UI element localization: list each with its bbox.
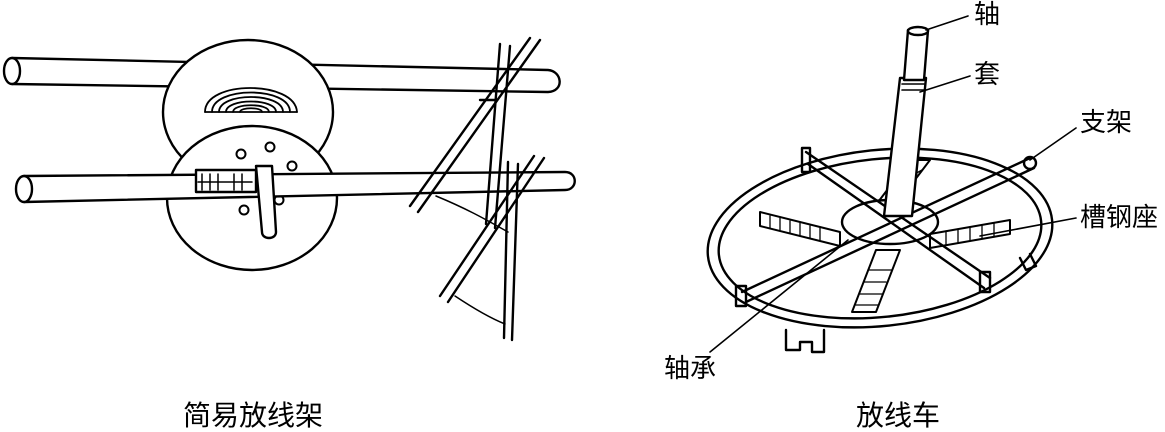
cross-support-frame — [734, 146, 1038, 308]
label-bearing: 轴承 — [664, 354, 717, 384]
outer-ring-inner-edge — [717, 156, 1043, 320]
label-sleeve: 套 — [974, 60, 1001, 90]
leader-lines — [709, 15, 1077, 353]
label-support: 支架 — [1080, 108, 1133, 138]
lower-a-frame — [438, 154, 546, 342]
lower-pipe-end — [14, 174, 34, 204]
pay-off-cart-drawing — [706, 15, 1077, 354]
upper-pipe-end — [2, 56, 22, 86]
side-wheel — [1018, 252, 1038, 272]
upper-a-frame — [408, 36, 542, 230]
hub-clamp — [194, 168, 258, 194]
hub-clamp-hatch — [197, 173, 253, 191]
label-shaft: 轴 — [974, 0, 1001, 30]
coiled-wire — [204, 87, 298, 113]
bottom-wheel — [784, 328, 826, 354]
label-channel-steel-base: 槽钢座 — [1080, 203, 1159, 233]
caption-simple-pay-off-rack: 简易放线架 — [183, 399, 324, 432]
shaft-top — [906, 25, 930, 37]
vertical-shaft — [902, 28, 930, 82]
caption-pay-off-cart: 放线车 — [856, 399, 941, 432]
simple-pay-off-rack-drawing — [2, 36, 576, 342]
crank-handle — [254, 164, 278, 240]
lower-pipe — [22, 170, 576, 204]
tie-rope — [435, 195, 509, 325]
